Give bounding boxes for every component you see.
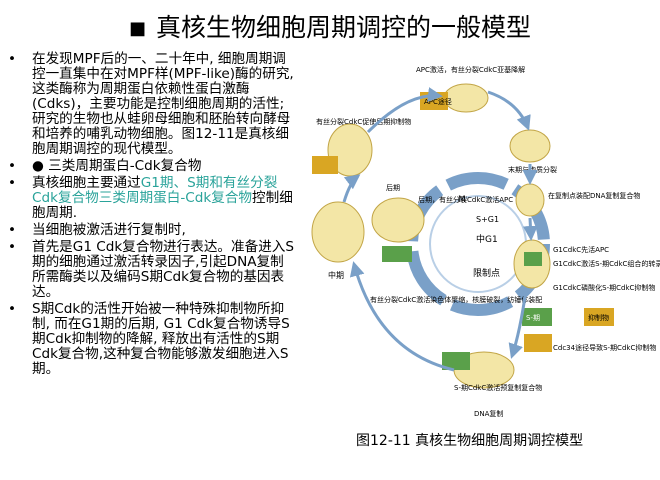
cdc34-box [524, 334, 552, 352]
arrow-metaphase-to-anaphase [342, 174, 361, 203]
cell-telophase [509, 129, 551, 163]
cycle-ring [406, 172, 550, 316]
bullet-item: • ● 三类周期蛋白-Cdk复合物 [6, 159, 296, 174]
bullet-text: 真核细胞主要通过 [32, 175, 141, 191]
bullet-list: • 在发现MPF后的一、二十年中, 细胞周期调控一直集中在对MPF样(MPF-l… [6, 52, 296, 379]
title-text: 真核生物细胞周期调控的一般模型 [156, 13, 532, 42]
late-phase-label: 后期 [386, 183, 400, 192]
step6-label: Cdc34途径导致S-期CdkC抑制物 [553, 343, 656, 352]
bullet-item: • 在发现MPF后的一、二十年中, 细胞周期调控一直集中在对MPF样(MPF-l… [6, 52, 296, 157]
arrow-s-to-metaphase [349, 261, 455, 372]
center-g1-label: 中G1 [476, 233, 498, 245]
step1-label: 有丝分裂CdkC促使后期抑制物 [316, 117, 411, 126]
bullet-item: • 首先是G1 Cdk复合物进行表达。准备进入S期的细胞通过激活转录因子,引起D… [6, 240, 296, 300]
g1-cdkc-box [524, 252, 542, 266]
page-title: ■ 真核生物细胞周期调控的一般模型 [0, 12, 660, 45]
figure-caption: 图12-11 真核生物细胞周期调控模型 [356, 433, 584, 449]
apc-box-left [312, 156, 338, 174]
bullet-item: • 真核细胞主要通过G1期、S期和有丝分裂Cdk复合物三类周期蛋白-Cdk复合物… [6, 176, 296, 221]
telophase-label: 末期与胞质分裂 [508, 165, 557, 174]
step3-label: G1CdkC先活APC [553, 245, 609, 254]
bullet-marker: • [7, 175, 17, 191]
mitotic-cdkc-box [382, 246, 412, 262]
step7-label: S-期CdkC激活预复制复合物 [454, 383, 542, 392]
bullet-highlight-text: G1期、S期和有丝分裂Cdk复合物三类周期蛋白-Cdk复合物 [32, 175, 278, 206]
cell-metaphase [311, 201, 365, 263]
square-bullet-icon: ■ [128, 18, 146, 39]
bullet-marker: • [7, 301, 17, 317]
step5-label: G1CdkC磷酸化S-期CdkC抑制物 [553, 283, 655, 292]
s-cdkc-box [442, 352, 470, 370]
cell-anaphase [371, 197, 425, 243]
step2-label: 在复制点装配DNA复制复合物 [548, 191, 640, 200]
inhibitor-box [584, 308, 614, 326]
bullet-text: 首先是G1 Cdk复合物进行表达。准备进入S期的细胞通过激活转录因子,引起DNA… [32, 239, 295, 300]
bullet-item: • 当细胞被激活进行复制时, [6, 223, 296, 238]
bullet-marker: • [7, 222, 17, 238]
inhibitor-label: 抑制物 [588, 313, 609, 322]
step10-label: APC激活，有丝分裂CdkC亚基降解 [416, 65, 525, 74]
bullet-text: 控制细胞周期. [32, 190, 293, 221]
bullet-item: • S期Cdk的活性开始被一种特殊抑制物所抑制, 而在G1期的后期, G1 Cd… [6, 302, 296, 377]
bullet-marker: • [7, 239, 17, 255]
s-phase-box [522, 308, 552, 326]
bullet-marker: • [7, 51, 17, 67]
step4-label: G1CdkC激活S-期CdkC组合的转录 [553, 259, 660, 268]
bullet-text: ● 三类周期蛋白-Cdk复合物 [32, 158, 202, 174]
arrow-g1-to-lateg1 [522, 217, 538, 241]
cell-cycle-figure: M S+G1 中G1 限制点 APC激活，有丝分裂CdkC亚基降解 APC途径 … [298, 52, 660, 424]
arrow-anaphase-to-top [366, 87, 443, 134]
cell-cycle-diagram: M S+G1 中G1 限制点 APC激活，有丝分裂CdkC亚基降解 APC途径 … [311, 65, 660, 418]
center-s-g1-label: S+G1 [476, 215, 499, 224]
restriction-point-label: 限制点 [473, 267, 500, 279]
center-m-label: M [458, 195, 466, 205]
bullet-text: 在发现MPF后的一、二十年中, 细胞周期调控一直集中在对MPF样(MPF-lik… [32, 51, 294, 157]
bullet-text: S期Cdk的活性开始被一种特殊抑制物所抑制, 而在G1期的后期, G1 Cdk复… [32, 301, 290, 377]
apc-box-label: APC途径 [424, 97, 452, 106]
arrow-10-to-telophase [487, 90, 531, 131]
s-phase-label: S-期 [526, 314, 540, 322]
cell-g1 [515, 183, 545, 217]
step9-label: 有丝分裂CdkC激活染色体聚缩，核膜破裂，纺锤体装配 [370, 295, 542, 304]
late-phase-text: 后期，有丝分裂CdkC激活APC [418, 195, 513, 204]
arrow-lateg1-to-s [508, 289, 528, 359]
dna-replication-label: DNA复制 [474, 409, 503, 418]
bullet-marker: • [7, 158, 17, 174]
bullet-text: 当细胞被激活进行复制时, [32, 222, 186, 238]
metaphase-label: 中期 [328, 270, 344, 280]
